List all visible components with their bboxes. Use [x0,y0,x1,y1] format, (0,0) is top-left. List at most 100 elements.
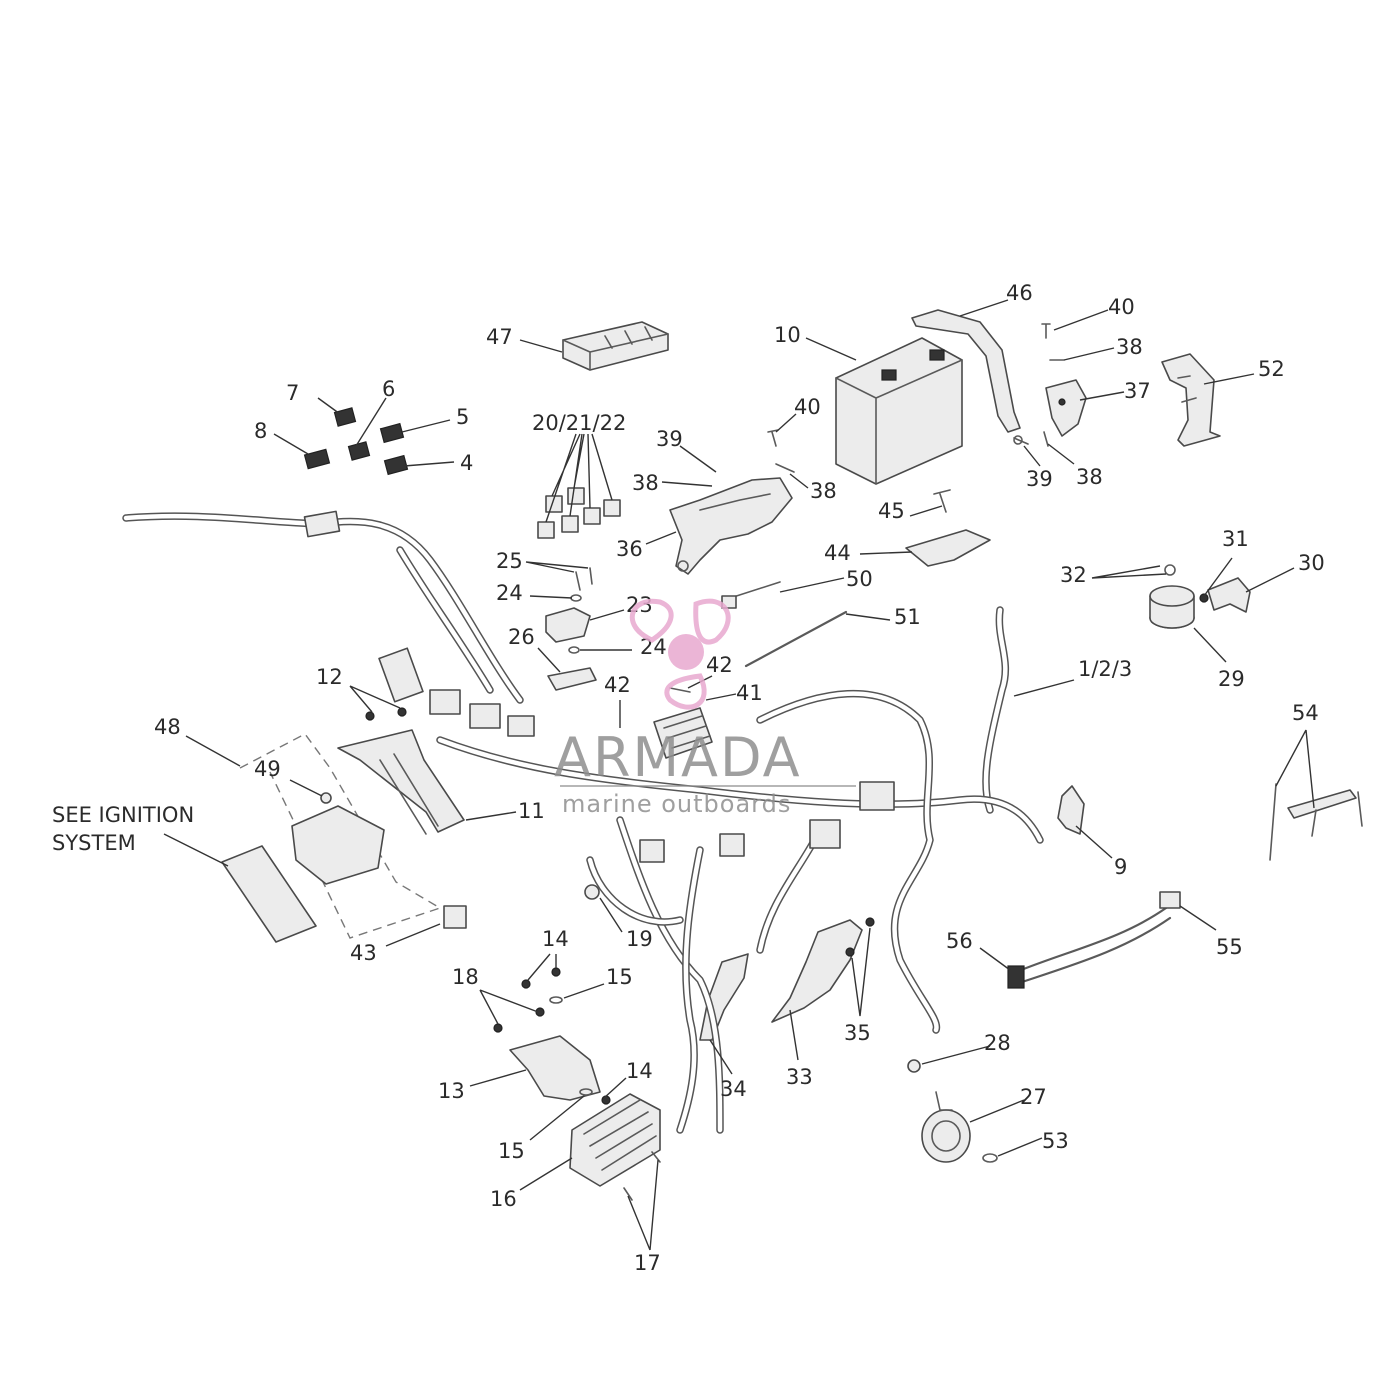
part-9-clip [1057,785,1085,835]
callout-33: 33 [786,1065,813,1089]
callout-38-mid: 38 [632,471,659,495]
callout-54: 54 [1292,701,1319,725]
part-29-starter-solenoid [1149,585,1195,629]
part-30-bracket [1207,577,1251,613]
part-28-bolt [907,1059,921,1073]
callout-39-right: 39 [1026,467,1053,491]
callout-12: 12 [316,665,343,689]
armada-watermark: ARMADA marine outboards [554,598,856,818]
part-53-washer [982,1153,998,1163]
part-55-56-pigtail [1007,891,1181,989]
part-41-rectifier [653,707,713,759]
callout-32: 32 [1060,563,1087,587]
callout-11: 11 [518,799,545,823]
callout-6: 6 [382,377,395,401]
part-26-bracket [547,667,597,691]
callout-36: 36 [616,537,643,561]
part-49-bolt [320,792,332,804]
callout-17: 17 [634,1251,661,1275]
callout-30: 30 [1298,551,1325,575]
part-37-bracket [1045,379,1087,437]
part-1-2-3-sub-harness [982,606,1009,814]
callout-18: 18 [452,965,479,989]
callout-1-2-3: 1/2/3 [1078,657,1132,681]
callout-48: 48 [154,715,181,739]
callout-14-lower: 14 [626,1059,653,1083]
part-25-bolts [575,567,593,591]
part-42-screw [669,687,691,693]
part-19-nut [584,884,600,900]
part-13-mount-plate [509,1035,601,1101]
callout-15-upper: 15 [606,965,633,989]
part-31-nut [1199,593,1209,603]
part-23-starter-relay [545,607,591,643]
callout-9: 9 [1114,855,1127,879]
part-ignition-ecu [221,845,317,943]
part-12-clips [365,707,407,721]
callout-8: 8 [254,419,267,443]
callout-29: 29 [1218,667,1245,691]
callout-14-upper: 14 [542,927,569,951]
part-44-cover [905,529,991,567]
part-46-battery-strap [911,309,1021,433]
callout-19: 19 [626,927,653,951]
part-ecu-unit [291,805,385,885]
callout-55: 55 [1216,935,1243,959]
part-39-nut-right [1013,435,1029,445]
callout-24-upper: 24 [496,581,523,605]
note-line-1: SEE IGNITION [52,803,194,827]
note-line-2: SYSTEM [52,831,136,855]
callout-52: 52 [1258,357,1285,381]
part-20-21-22-relays [537,487,621,539]
callout-49: 49 [254,757,281,781]
callout-41: 41 [736,681,763,705]
part-48-mounting-outline [239,733,442,939]
callout-20-21-22: 20/21/22 [532,411,626,435]
part-47-fuse-box-cover [562,321,669,371]
callout-43: 43 [350,941,377,965]
part-4-8-connectors [303,407,409,476]
callout-25: 25 [496,549,523,573]
callout-10: 10 [774,323,801,347]
callout-26: 26 [508,625,535,649]
part-51-cable-tie [744,610,848,668]
watermark-title: ARMADA [554,726,802,789]
callout-34: 34 [720,1077,747,1101]
callout-27: 27 [1020,1085,1047,1109]
leader-lines [163,299,1315,1251]
part-40-bolt-left [767,429,779,447]
callout-38-top: 38 [1116,335,1143,359]
part-50-fuse-holder [721,581,781,609]
part-35-screws [845,917,875,957]
part-33-bracket [771,919,863,1023]
part-40-bolt-top [1041,323,1051,339]
callout-5: 5 [456,405,469,429]
callout-15-lower: 15 [498,1139,525,1163]
callout-42-right: 42 [706,653,733,677]
part-main-wiring-harness [122,510,1044,1134]
callout-44: 44 [824,541,851,565]
callout-38-right: 38 [1076,465,1103,489]
part-11-ecu-tray [337,729,465,835]
callout-37: 37 [1124,379,1151,403]
propeller-icon [629,598,731,710]
callout-7: 7 [286,381,299,405]
part-10-battery [835,337,963,485]
callout-51: 51 [894,605,921,629]
part-52-mounting-bracket [1161,353,1221,447]
callout-45: 45 [878,499,905,523]
part-54-rod [1269,783,1363,861]
callout-50: 50 [846,567,873,591]
part-38-screw-left [775,463,795,473]
part-32-terminal [1164,564,1176,576]
callout-42-left: 42 [604,673,631,697]
callout-46: 46 [1006,281,1033,305]
see-ignition-system-note: SEE IGNITION SYSTEM [52,803,194,855]
watermark-subtitle: marine outboards [562,790,791,818]
callout-4: 4 [460,451,473,475]
callout-40-top: 40 [1108,295,1135,319]
callout-31: 31 [1222,527,1249,551]
callout-28: 28 [984,1031,1011,1055]
callout-53: 53 [1042,1129,1069,1153]
